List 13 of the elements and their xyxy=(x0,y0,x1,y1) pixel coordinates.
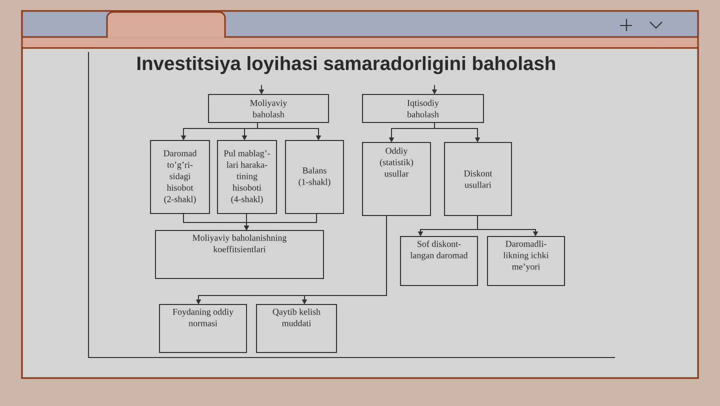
process-box: Diskont usullari xyxy=(444,142,512,216)
process-box: Pul mablag’- lari haraka- tining hisoboti (4-shakl) xyxy=(217,140,277,214)
process-box: Qaytib kelish muddati xyxy=(256,304,337,353)
process-box: Balans (1-shakl) xyxy=(285,140,344,214)
process-box: Iqtisodiy baholash xyxy=(362,94,484,123)
process-box: Foydaning oddiy normasi xyxy=(159,304,247,353)
title: Investitsiya loyihasi samaradorligini baholash xyxy=(137,56,555,74)
process-box: Sof diskont- langan daromad xyxy=(400,236,478,286)
process-box: Daromadli- likning ichki me’yori xyxy=(487,236,565,286)
process-box: Moliyaviy baholash xyxy=(208,94,329,123)
process-box: Oddiy (statistik) usullar xyxy=(362,142,431,216)
process-box: Daromad to’g’ri- sidagi hisobot (2-shakl) xyxy=(150,140,210,214)
process-box: Moliyaviy baholanishning koeffitsientlari xyxy=(155,230,324,279)
